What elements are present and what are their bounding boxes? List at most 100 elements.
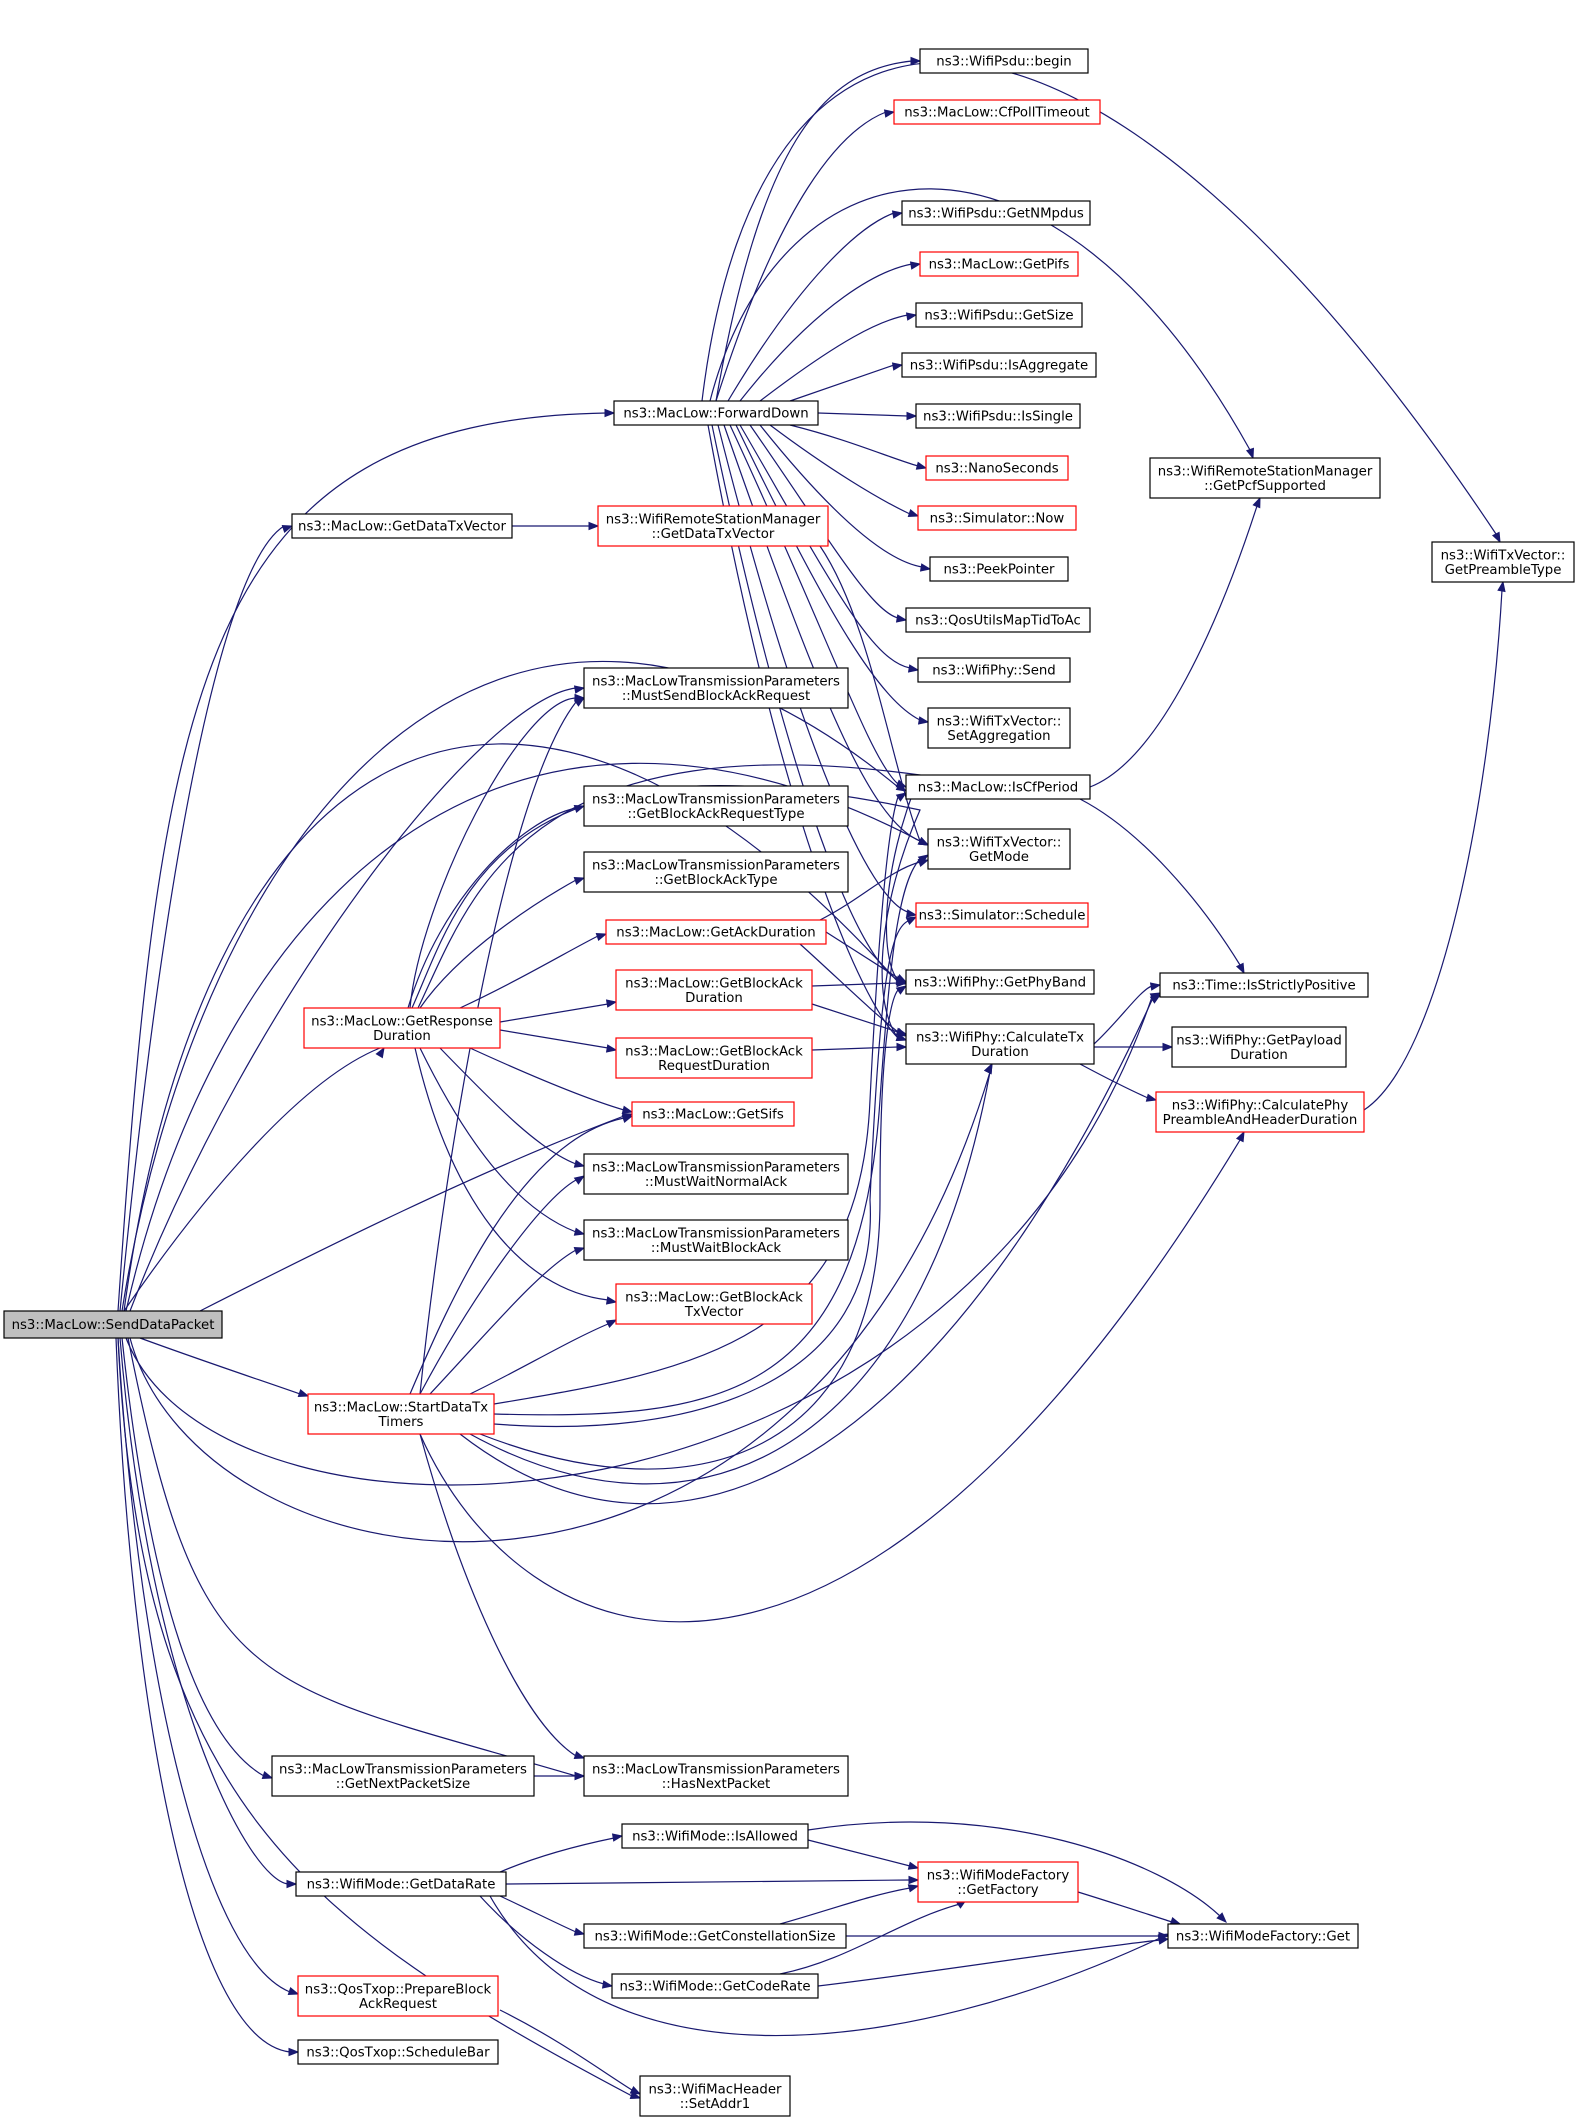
node-box: [291, 513, 513, 539]
node-ns3-wifipsdu-getnmpdus[interactable]: ns3::WifiPsdu::GetNMpdus: [901, 200, 1091, 226]
arrow-head: [917, 854, 930, 864]
edge-n1-to-n20: [709, 188, 1255, 460]
node-box: [1149, 457, 1381, 499]
edge-n1-to-n7: [789, 362, 904, 402]
node-ns3-maclow-getpifs[interactable]: ns3::MacLow::GetPifs: [919, 251, 1079, 277]
edge-n35-to-n15: [493, 792, 908, 1405]
node-box: [583, 1219, 849, 1261]
node-box: [901, 352, 1097, 378]
node-ns3-maclow-iscfperiod[interactable]: ns3::MacLow::IsCfPeriod: [905, 774, 1091, 800]
edge-n35-to-n38: [419, 1130, 1245, 1623]
edge-path: [459, 999, 1153, 1505]
node-box: [915, 403, 1081, 429]
arrow-head: [573, 1175, 586, 1185]
node-label: ns3::QosTxop::ScheduleBar: [306, 2046, 490, 2061]
node-box: [631, 1101, 795, 1127]
edge-path: [121, 1337, 265, 1777]
node-ns3-wifiphy-calculatephy-preambleandheaderduration[interactable]: ns3::WifiPhy::CalculatePhyPreambleAndHea…: [1155, 1091, 1365, 1133]
edge-path: [1089, 505, 1258, 788]
node-ns3-maclowtransmissionparameters-mustsendblockackrequest[interactable]: ns3::MacLowTransmissionParameters::MustS…: [583, 667, 849, 709]
edge-n1-to-n14: [735, 424, 930, 725]
node-box: [615, 1037, 813, 1079]
edge-path: [117, 1337, 633, 2097]
node-ns3-wifimode-getdatarate[interactable]: ns3::WifiMode::GetDataRate: [295, 1871, 507, 1897]
node-ns3-maclow-getackduration[interactable]: ns3::MacLow::GetAckDuration: [605, 919, 827, 945]
node-ns3-maclow-getdatatxvector[interactable]: ns3::MacLow::GetDataTxVector: [291, 513, 513, 539]
edge-path: [499, 2009, 633, 2091]
node-ns3-wifitxvector-getmode[interactable]: ns3::WifiTxVector::GetMode: [927, 828, 1071, 870]
node-ns3-qostxop-schedulebar[interactable]: ns3::QosTxop::ScheduleBar: [297, 2039, 499, 2065]
node-ns3-wifitxvector-getpreambletype[interactable]: ns3::WifiTxVector::GetPreambleType: [1431, 541, 1575, 583]
node-label: ns3::NanoSeconds: [935, 462, 1058, 477]
node-ns3-wifiremotestationmanager-getdatatxvector[interactable]: ns3::WifiRemoteStationManager::GetDataTx…: [597, 505, 829, 547]
node-ns3-maclowtransmissionparameters-hasnextpacket[interactable]: ns3::MacLowTransmissionParameters::HasNe…: [583, 1755, 849, 1797]
node-ns3-wifitxvector-setaggregation[interactable]: ns3::WifiTxVector::SetAggregation: [927, 707, 1071, 749]
arrow-head: [605, 999, 618, 1008]
node-ns3-time-isstrictlypositive[interactable]: ns3::Time::IsStrictlyPositive: [1159, 972, 1369, 998]
node-ns3-simulator-now[interactable]: ns3::Simulator::Now: [917, 505, 1077, 531]
edge-path: [819, 545, 921, 842]
node-ns3-peekpointer[interactable]: ns3::PeekPointer: [929, 556, 1069, 582]
edge-n35-to-n31: [419, 1175, 586, 1395]
arrow-head: [917, 716, 930, 725]
arrow-head: [906, 411, 918, 421]
edge-n1-to-n16: [723, 424, 930, 846]
node-label: GetPreambleType: [1445, 563, 1562, 578]
arrow-head: [573, 1750, 586, 1760]
arrow-head: [905, 916, 918, 926]
node-ns3-wifipsdu-issingle[interactable]: ns3::WifiPsdu::IsSingle: [915, 403, 1081, 429]
node-ns3-maclowtransmissionparameters-getblockacktype[interactable]: ns3::MacLowTransmissionParameters::GetBl…: [583, 851, 849, 893]
node-label: ns3::WifiRemoteStationManager: [606, 512, 821, 527]
node-ns3-maclowtransmissionparameters-getnextpacketsize[interactable]: ns3::MacLowTransmissionParameters::GetNe…: [271, 1755, 535, 1797]
node-label: Duration: [373, 1029, 431, 1044]
node-ns3-maclow-getsifs[interactable]: ns3::MacLow::GetSifs: [631, 1101, 795, 1127]
arrow-head: [605, 1044, 618, 1053]
node-ns3-wifimodefactory-getfactory[interactable]: ns3::WifiModeFactory::GetFactory: [917, 1861, 1079, 1903]
edge-path: [825, 931, 899, 979]
node-box: [917, 1861, 1079, 1903]
node-ns3-maclowtransmissionparameters-getblockackrequesttype[interactable]: ns3::MacLowTransmissionParameters::GetBl…: [583, 785, 849, 827]
node-ns3-wifiremotestationmanager-getpcfsupported[interactable]: ns3::WifiRemoteStationManager::GetPcfSup…: [1149, 457, 1381, 499]
node-ns3-wifimode-isallowed[interactable]: ns3::WifiMode::IsAllowed: [621, 1823, 809, 1849]
edge-n43-to-n41: [499, 1833, 624, 1873]
arrow-head: [604, 408, 616, 418]
edge-path: [711, 424, 899, 981]
node-ns3-simulator-schedule[interactable]: ns3::Simulator::Schedule: [915, 902, 1089, 928]
node-ns3-maclow-cfpolltimeout[interactable]: ns3::MacLow::CfPollTimeout: [893, 99, 1101, 125]
edge-path: [123, 1047, 381, 1312]
node-box: [925, 455, 1069, 481]
node-box: [1431, 541, 1575, 583]
node-ns3-wifipsdu-getsize[interactable]: ns3::WifiPsdu::GetSize: [915, 302, 1083, 328]
node-ns3-maclowtransmissionparameters-mustwaitblockack[interactable]: ns3::MacLowTransmissionParameters::MustW…: [583, 1219, 849, 1261]
edge-n19-to-n38: [1079, 1063, 1158, 1102]
edge-path: [811, 982, 899, 987]
node-ns3-wifipsdu-isaggregate[interactable]: ns3::WifiPsdu::IsAggregate: [901, 352, 1097, 378]
node-ns3-qosutilsmaptidtoac[interactable]: ns3::QosUtilsMapTidToAc: [905, 607, 1091, 633]
node-ns3-maclow-senddatapacket[interactable]: ns3::MacLow::SendDataPacket: [3, 1310, 223, 1339]
node-box: [613, 400, 819, 426]
node-ns3-wifiphy-getphyband[interactable]: ns3::WifiPhy::GetPhyBand: [905, 969, 1095, 995]
edge-path: [739, 263, 913, 402]
node-ns3-wifiphy-send[interactable]: ns3::WifiPhy::Send: [917, 657, 1071, 683]
node-ns3-wifimodefactory-get[interactable]: ns3::WifiModeFactory::Get: [1167, 1923, 1359, 1949]
edge-n0-to-n43: [119, 1337, 298, 1889]
node-ns3-wifimode-getconstellationsize[interactable]: ns3::WifiMode::GetConstellationSize: [583, 1923, 847, 1949]
edge-path: [117, 1337, 291, 1993]
node-ns3-wifimode-getcoderate[interactable]: ns3::WifiMode::GetCodeRate: [611, 1973, 819, 1999]
node-ns3-maclowtransmissionparameters-mustwaitnormalack[interactable]: ns3::MacLowTransmissionParameters::MustW…: [583, 1153, 849, 1195]
nodes-layer: ns3::MacLow::SendDataPacketns3::MacLow::…: [3, 48, 1575, 2117]
node-ns3-wifimacheader-setaddr1[interactable]: ns3::WifiMacHeader::SetAddr1: [639, 2075, 791, 2117]
node-label: ::GetBlockAckRequestType: [627, 807, 804, 822]
node-ns3-maclow-forwarddown[interactable]: ns3::MacLow::ForwardDown: [613, 400, 819, 426]
edge-path: [117, 412, 607, 1312]
node-ns3-nanoseconds[interactable]: ns3::NanoSeconds: [925, 455, 1069, 481]
node-ns3-wifipsdu-begin[interactable]: ns3::WifiPsdu::begin: [919, 48, 1089, 74]
